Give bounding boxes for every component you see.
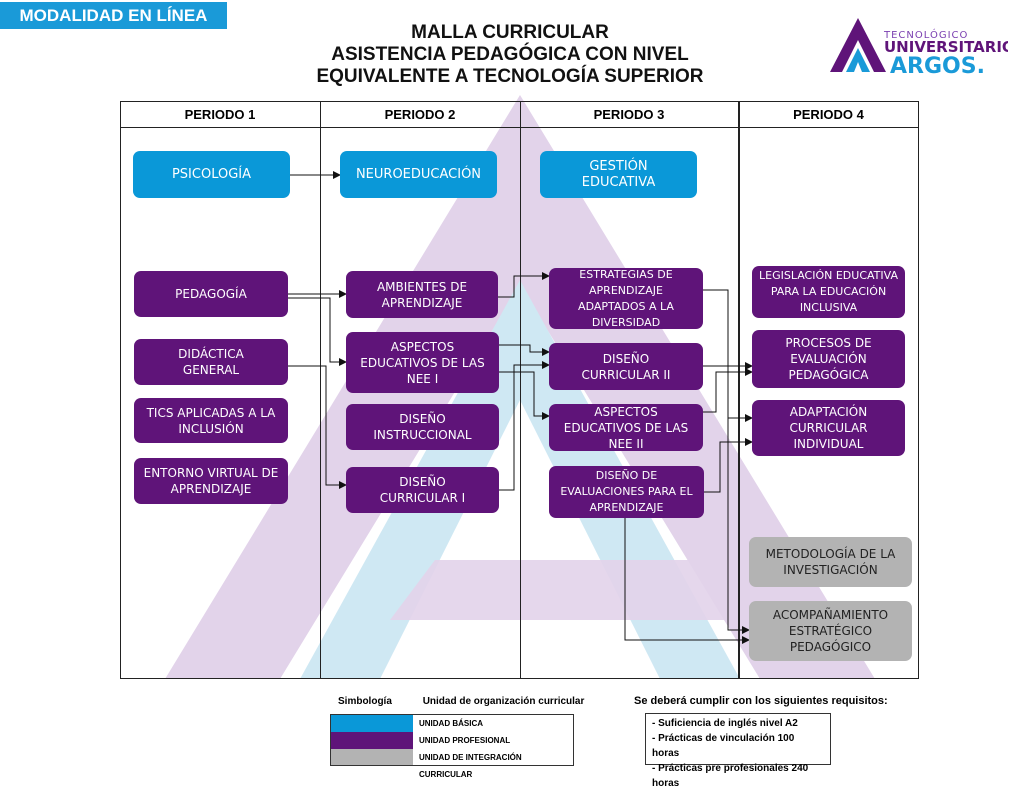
legend-header: Simbología Unidad de organización curric… <box>338 696 584 707</box>
subject-legislacion: LEGISLACIÓN EDUCATIVA PARA LA EDUCACIÓN … <box>752 266 905 318</box>
legend-swatch-profesional <box>331 732 413 749</box>
logo-line1: TECNOLÓGICO <box>883 28 968 41</box>
subject-diseno-curricular-1: DISEÑO CURRICULAR I <box>346 467 499 513</box>
requirements-heading: Se deberá cumplir con los siguientes req… <box>634 695 888 707</box>
arrow <box>498 272 550 298</box>
legend: UNIDAD BÁSICA UNIDAD PROFESIONAL UNIDAD … <box>330 714 574 779</box>
requirement-item: - Prácticas de vinculación 100 horas <box>652 733 795 759</box>
title-line: ASISTENCIA PEDAGÓGICA CON NIVEL <box>331 44 689 65</box>
arrow <box>499 344 550 356</box>
subject-estrategias: ESTRATEGIAS DE APRENDIZAJE ADAPTADOS A L… <box>549 268 703 329</box>
page-title: MALLA CURRICULAR ASISTENCIA PEDAGÓGICA C… <box>300 22 720 88</box>
period-4-header: PERIODO 4 <box>738 101 919 128</box>
arrow <box>727 418 750 634</box>
title-line: MALLA CURRICULAR <box>411 22 609 43</box>
period-2-header: PERIODO 2 <box>320 101 520 128</box>
requirements-box: - Suficiencia de inglés nivel A2 - Práct… <box>645 713 831 789</box>
curriculum-grid <box>120 101 919 679</box>
subject-entorno-virtual: ENTORNO VIRTUAL DE APRENDIZAJE <box>134 458 288 504</box>
column-divider <box>520 101 521 679</box>
legend-item: UNIDAD DE INTEGRACIÓN CURRICULAR <box>419 753 522 779</box>
column-divider <box>320 101 321 679</box>
subject-psicologia: PSICOLOGÍA <box>133 151 290 198</box>
column-divider <box>738 101 740 679</box>
subject-adaptacion: ADAPTACIÓN CURRICULAR INDIVIDUAL <box>752 400 905 456</box>
subject-ambientes: AMBIENTES DE APRENDIZAJE <box>346 271 498 318</box>
subject-acompanamiento: ACOMPAÑAMIENTO ESTRATÉGICO PEDAGÓGICO <box>749 601 912 661</box>
legend-item: UNIDAD BÁSICA <box>419 719 483 728</box>
arrow <box>288 297 347 366</box>
arrow <box>703 368 753 413</box>
subject-nee-1: ASPECTOS EDUCATIVOS DE LAS NEE I <box>346 332 499 393</box>
arrow <box>499 371 550 420</box>
requirement-item: - Suficiencia de inglés nivel A2 <box>652 718 798 729</box>
subject-diseno-curricular-2: DISEÑO CURRICULAR II <box>549 343 703 390</box>
arrow <box>499 361 550 491</box>
legend-swatch-integracion <box>331 749 413 765</box>
subject-gestion: GESTIÓN EDUCATIVA <box>540 151 697 198</box>
subject-evaluaciones: DISEÑO DE EVALUACIONES PARA EL APRENDIZA… <box>549 466 704 518</box>
period-3-header: PERIODO 3 <box>520 101 738 128</box>
logo-line2: UNIVERSITARIO <box>884 38 1008 56</box>
subject-metodologia: METODOLOGÍA DE LA INVESTIGACIÓN <box>749 537 912 587</box>
arrow <box>288 365 347 489</box>
subject-diseno-instruccional: DISEÑO INSTRUCCIONAL <box>346 404 499 450</box>
logo-line3: ARGOS. <box>890 54 985 76</box>
legend-item: UNIDAD PROFESIONAL <box>419 736 511 745</box>
arrow <box>704 438 753 493</box>
subject-procesos-evaluacion: PROCESOS DE EVALUACIÓN PEDAGÓGICA <box>752 330 905 388</box>
subject-pedagogia: PEDAGOGÍA <box>134 271 288 317</box>
requirement-item: - Prácticas pre profesionales 240 horas <box>652 763 809 789</box>
subject-tics: TICS APLICADAS A LA INCLUSIÓN <box>134 398 288 443</box>
subject-didactica: DIDÁCTICA GENERAL <box>134 339 288 385</box>
subject-neuroeducacion: NEUROEDUCACIÓN <box>340 151 497 198</box>
arrow <box>703 289 753 422</box>
argos-logo: TECNOLÓGICO UNIVERSITARIO ARGOS. <box>830 18 1008 76</box>
modality-badge: MODALIDAD EN LÍNEA <box>0 2 227 29</box>
prerequisite-arrows <box>288 171 753 644</box>
legend-simbologia: Simbología <box>338 696 392 707</box>
arrow <box>624 518 750 644</box>
legend-swatch-basica <box>331 715 413 732</box>
legend-unidad: Unidad de organización curricular <box>422 696 585 707</box>
subject-nee-2: ASPECTOS EDUCATIVOS DE LAS NEE II <box>549 404 703 451</box>
title-line: EQUIVALENTE A TECNOLOGÍA SUPERIOR <box>316 66 704 87</box>
period-1-header: PERIODO 1 <box>120 101 320 128</box>
